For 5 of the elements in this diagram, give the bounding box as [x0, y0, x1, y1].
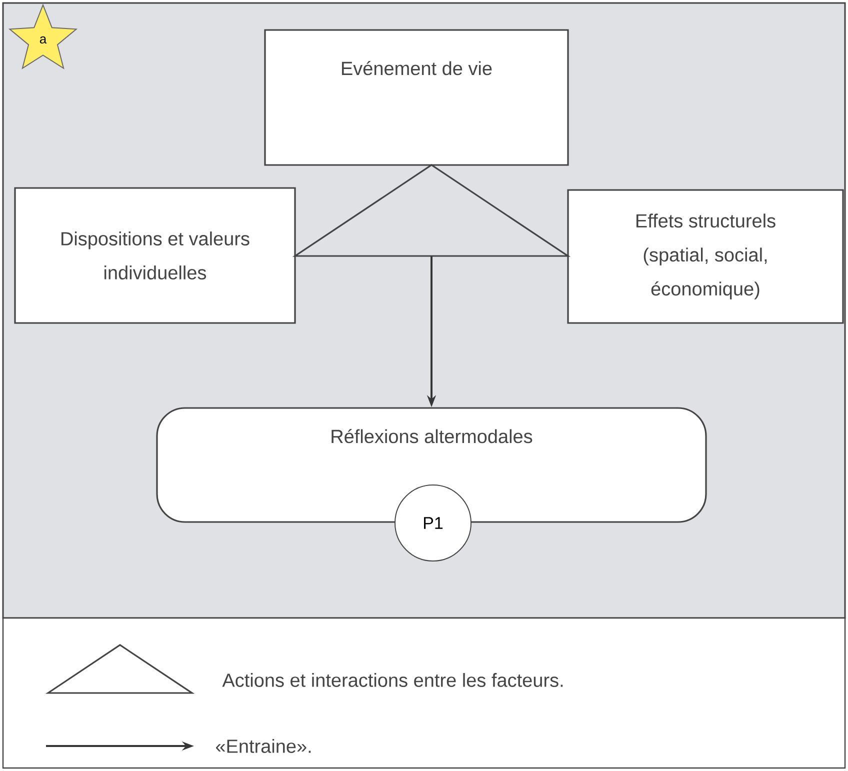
text-box: Dispositions et valeurs individuelles — [14, 187, 296, 324]
text-box: Effets structurels (spatial, social, économique) — [567, 189, 844, 324]
text-box: Evénement de vie — [264, 29, 569, 166]
legend-label: «Entraine». — [216, 739, 311, 753]
legend-label: Actions et interactions entre les facteurs. — [222, 673, 563, 687]
